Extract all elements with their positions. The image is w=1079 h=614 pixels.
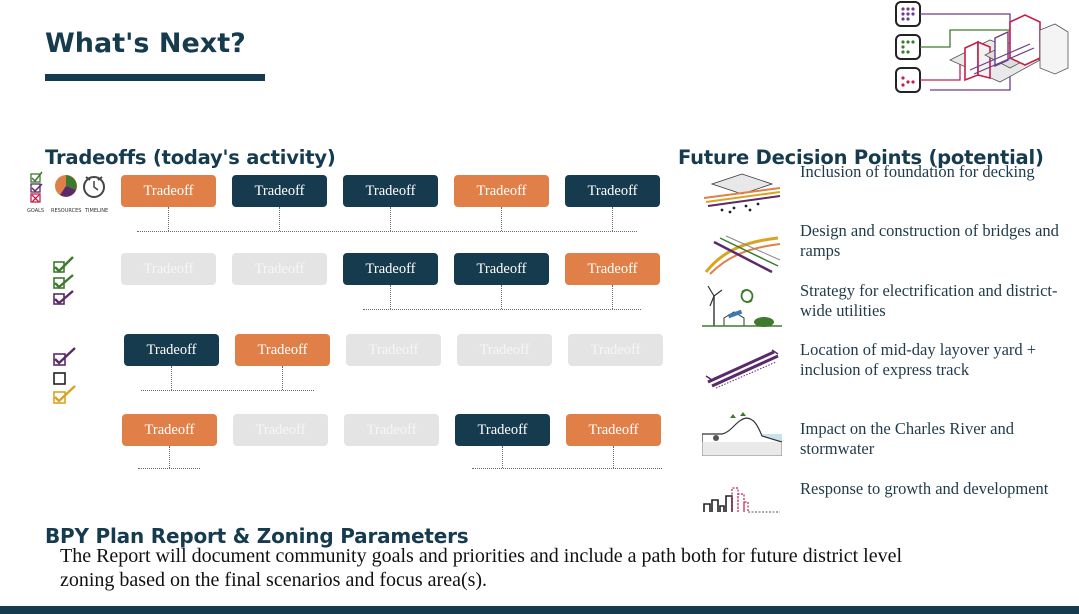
connector-line [472, 468, 662, 469]
tradeoff-r1-c3[interactable]: Tradeoff [343, 175, 438, 207]
growth-development-icon [703, 487, 780, 513]
connector [168, 207, 169, 231]
future-heading: Future Decision Points (potential) [678, 146, 1044, 169]
tradeoff-r3-c1[interactable]: Tradeoff [124, 334, 219, 366]
future-item-4-text: Location of mid-day layover yard + inclu… [800, 340, 1037, 379]
connector [390, 285, 391, 309]
page-title: What's Next? [45, 28, 246, 59]
checklist-partial-icon [53, 347, 76, 404]
tradeoff-r2-c1[interactable]: Tradeoff [121, 253, 216, 285]
connector-line [138, 468, 200, 469]
tradeoff-r4-c5[interactable]: Tradeoff [566, 414, 661, 446]
connector [612, 285, 613, 309]
river-stormwater-icon [702, 412, 782, 456]
tradeoff-r3-c3[interactable]: Tradeoff [346, 334, 441, 366]
connector [612, 207, 613, 231]
report-heading: BPY Plan Report & Zoning Parameters [45, 524, 469, 548]
connector [171, 366, 172, 390]
tradeoff-r4-c3[interactable]: Tradeoff [344, 414, 439, 446]
checklist-icon [53, 256, 74, 305]
tradeoff-r2-c4[interactable]: Tradeoff [454, 253, 549, 285]
bpy-logo-graphic [892, 1, 1078, 102]
future-item-2-text: Design and construction of bridges and r… [800, 221, 1059, 260]
decking-foundation-icon [703, 173, 781, 214]
timeline-icon [83, 176, 105, 198]
tradeoff-r3-c5[interactable]: Tradeoff [568, 334, 663, 366]
connector [501, 207, 502, 231]
connector-line [141, 390, 314, 391]
legend-timeline-label: TIMELINE [85, 208, 109, 214]
future-item-1-text: Inclusion of foundation for decking [800, 162, 1035, 181]
tradeoff-r2-c3[interactable]: Tradeoff [343, 253, 438, 285]
title-underline [45, 74, 265, 81]
legend-goals-label: GOALS [27, 208, 45, 214]
legend-goals-resources-timeline: GOALS RESOURCES TIMELINE [26, 170, 114, 218]
tradeoff-r1-c1[interactable]: Tradeoff [121, 175, 216, 207]
connector [282, 366, 283, 390]
tradeoff-r1-c5[interactable]: Tradeoff [565, 175, 660, 207]
electrification-icon [702, 285, 782, 327]
connector [279, 207, 280, 231]
tradeoffs-heading: Tradeoffs (today's activity) [45, 146, 336, 169]
tradeoff-r3-c2[interactable]: Tradeoff [235, 334, 330, 366]
tradeoff-r4-c2[interactable]: Tradeoff [233, 414, 328, 446]
connector [169, 446, 170, 468]
report-body: The Report will document community goals… [60, 545, 903, 591]
connector [613, 446, 614, 468]
connector-line [137, 231, 637, 232]
tradeoff-r1-c4[interactable]: Tradeoff [454, 175, 549, 207]
connector-line [363, 309, 641, 310]
bridges-ramps-icon [704, 235, 781, 275]
future-item-3-text: Strategy for electrification and distric… [800, 281, 1058, 320]
tradeoff-r4-c4[interactable]: Tradeoff [455, 414, 550, 446]
resources-icon [55, 175, 77, 197]
future-item-5-text: Impact on the Charles River and stormwat… [800, 419, 1014, 458]
tradeoff-r2-c5[interactable]: Tradeoff [565, 253, 660, 285]
legend-resources-label: RESOURCES [51, 208, 82, 214]
connector [501, 285, 502, 309]
layover-yard-icon [705, 349, 779, 389]
future-item-6-text: Response to growth and development [800, 479, 1049, 498]
tradeoff-r4-c1[interactable]: Tradeoff [122, 414, 217, 446]
tradeoff-r3-c4[interactable]: Tradeoff [457, 334, 552, 366]
tradeoff-r1-c2[interactable]: Tradeoff [232, 175, 327, 207]
connector [390, 207, 391, 231]
connector [502, 446, 503, 468]
footer-bar [0, 606, 1079, 614]
tradeoff-r2-c2[interactable]: Tradeoff [232, 253, 327, 285]
goals-icon [30, 171, 43, 203]
